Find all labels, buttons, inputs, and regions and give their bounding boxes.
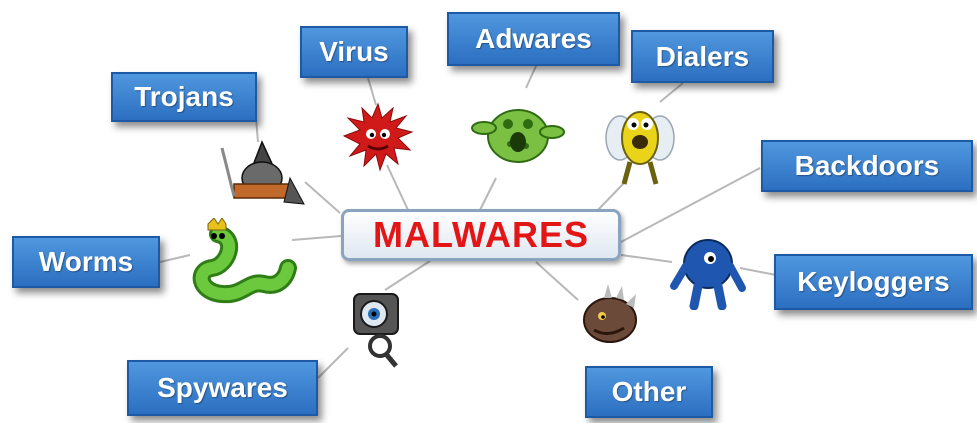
keyloggers-label-box: Keyloggers <box>774 254 973 310</box>
connector-other <box>535 261 579 301</box>
other-creature-icon <box>583 284 637 343</box>
dialer-creature-icon <box>605 111 675 185</box>
connector-dialers-center <box>595 181 626 213</box>
connector-trojans-center <box>304 181 341 214</box>
connector-keyloggers-box <box>739 267 777 276</box>
connector-backdoors <box>620 167 761 243</box>
connector-spywares <box>317 347 349 379</box>
connector-dialers <box>659 82 684 103</box>
adware-creature-icon <box>471 109 565 163</box>
connector-virus <box>367 77 377 106</box>
connector-adwares <box>525 65 537 89</box>
spyware-creature-icon <box>353 293 399 368</box>
worm-creature-icon <box>192 218 297 304</box>
connector-trojans <box>255 117 259 143</box>
connector-keyloggers <box>620 254 673 263</box>
connector-adwares-center <box>479 177 497 211</box>
connector-worms <box>159 254 191 263</box>
keylogger-creature-icon <box>670 239 746 310</box>
other-label-box: Other <box>585 366 713 418</box>
connector-virus-center <box>386 164 409 211</box>
trojans-label-box: Trojans <box>111 72 257 122</box>
connector-worms-center <box>291 235 342 241</box>
adwares-label-box: Adwares <box>447 12 620 66</box>
backdoors-label-box: Backdoors <box>761 140 973 192</box>
spywares-label-box: Spywares <box>127 360 318 416</box>
worms-label-box: Worms <box>12 236 160 288</box>
connector-spywares-center <box>384 260 431 291</box>
malwares-center-node: MALWARES <box>341 209 621 261</box>
trojan-creature-icon <box>220 140 305 205</box>
virus-label-box: Virus <box>300 26 408 78</box>
dialers-label-box: Dialers <box>631 30 774 83</box>
virus-creature-icon <box>342 102 414 172</box>
